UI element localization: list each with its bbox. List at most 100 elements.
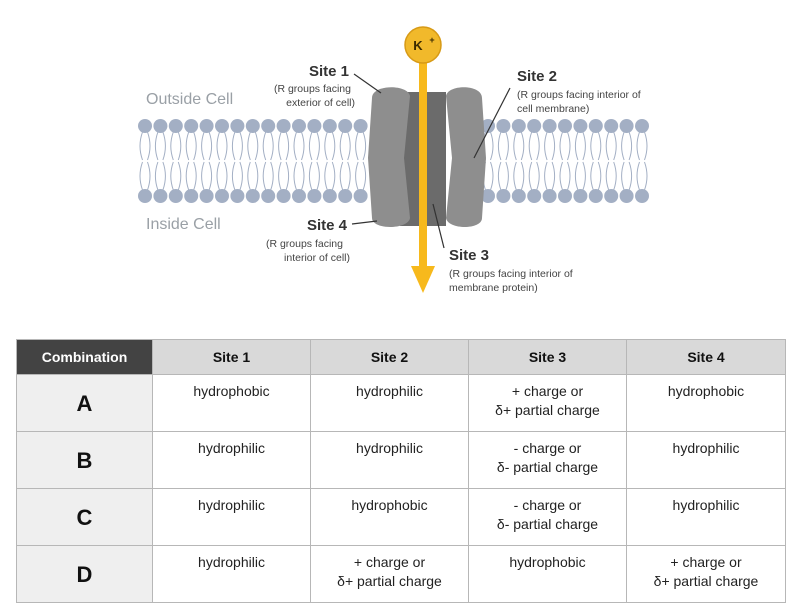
lipid-tail [170, 161, 174, 191]
lipid-tail [544, 161, 548, 191]
site1-title: Site 1 [309, 63, 349, 80]
combination-table: Combination Site 1 Site 2 Site 3 Site 4 … [16, 339, 786, 603]
lipid-tail [177, 161, 182, 191]
lipid-tail [239, 161, 243, 191]
lipid-tail [520, 131, 525, 161]
lipid-tail [185, 161, 190, 191]
ion-path-arrow-head [411, 266, 435, 293]
lipid-tail [621, 131, 625, 161]
lipid-tail [582, 131, 586, 161]
header-combination: Combination [16, 339, 153, 375]
lipid-head [588, 189, 603, 203]
lipid-tail [551, 131, 556, 161]
lipid-head [558, 119, 572, 133]
lipid-tail [231, 131, 236, 161]
lipid-head [542, 119, 557, 133]
site4-title: Site 4 [307, 217, 348, 234]
lipid-head [573, 119, 588, 133]
lipid-head [307, 189, 322, 203]
lipid-tail [154, 161, 159, 191]
cell-text: hydrophobic [667, 383, 745, 399]
lipid-head [153, 189, 168, 203]
cell-site-3: - charge or δ- partial charge [468, 431, 627, 489]
lipid-tail [162, 131, 166, 161]
lipid-head [573, 189, 588, 203]
lipid-tail [278, 161, 282, 191]
lipid-head [307, 119, 322, 133]
cell-text: δ- partial charge [496, 459, 599, 475]
cell-text: hydrophilic [198, 440, 265, 456]
lipid-tail [628, 131, 633, 161]
lipid-head [481, 119, 495, 133]
site3-leader [432, 203, 445, 249]
lipid-tail [216, 161, 220, 191]
lipid-head [138, 189, 152, 203]
lipid-head [527, 119, 542, 133]
lipid-tail [544, 131, 548, 161]
lipid-head [184, 119, 199, 133]
lipid-head [604, 189, 619, 203]
cell-site-2: hydrophobic [310, 488, 469, 546]
cell-text: δ- partial charge [496, 516, 599, 532]
site4-desc-line2: interior of cell) [284, 252, 350, 264]
protein-left-subunit [368, 87, 410, 227]
lipid-head [338, 189, 353, 203]
lipid-tail [147, 131, 151, 161]
lipid-tail [355, 161, 359, 191]
lipid-tail [567, 131, 571, 161]
site3-title: Site 3 [449, 247, 489, 264]
cell-site-1: hydrophilic [152, 545, 311, 603]
outside-cell-label: Outside Cell [146, 91, 233, 108]
lipid-head [542, 189, 557, 203]
cell-text: hydrophilic [672, 497, 740, 513]
lipid-tail [613, 161, 617, 191]
site3-desc-line1: (R groups facing interior of [449, 268, 573, 280]
lipid-tail [293, 161, 297, 191]
lipid-tail [536, 161, 540, 191]
lipid-head [604, 119, 619, 133]
lipid-head [511, 119, 526, 133]
site4-leader [351, 220, 378, 225]
lipid-tail [497, 161, 502, 191]
site4-desc-line1: (R groups facing [266, 238, 343, 250]
site1-desc-line1: (R groups facing [274, 83, 351, 95]
lipid-tail [528, 131, 533, 161]
lipid-tail [139, 131, 143, 161]
cell-text: + charge or [670, 554, 742, 570]
inside-cell-label: Inside Cell [146, 216, 221, 233]
cell-text: hydrophobic [351, 497, 428, 513]
lipid-tail [262, 161, 267, 191]
combination-label: B [16, 431, 153, 489]
lipid-tail [636, 131, 640, 161]
lipid-tail [559, 161, 563, 191]
lipid-tail [193, 131, 197, 161]
ion-label: K [413, 38, 423, 53]
cell-text: - charge or [513, 440, 582, 456]
lipid-tail [636, 161, 640, 191]
header-site-3: Site 3 [468, 339, 627, 375]
cell-text: - charge or [513, 497, 582, 513]
lipid-tail [201, 161, 205, 191]
lipid-tail [362, 161, 367, 191]
lipid-tail [551, 161, 556, 191]
lipid-tail [301, 131, 305, 161]
lipid-head [184, 189, 199, 203]
lipid-tail [590, 161, 594, 191]
cell-text: hydrophobic [193, 383, 270, 399]
lipid-tail [239, 131, 243, 161]
site1-desc-line2: exterior of cell) [286, 97, 355, 109]
cell-text: + charge or [353, 554, 426, 570]
cell-text: hydrophobic [509, 554, 586, 570]
lipid-head [338, 119, 353, 133]
lipid-tail [162, 161, 166, 191]
lipid-tail [513, 161, 517, 191]
lipid-head [215, 189, 229, 203]
lipid-tail [590, 131, 594, 161]
lipid-tail [316, 131, 320, 161]
lipid-tail [247, 161, 251, 191]
lipid-head [481, 189, 495, 203]
cell-text: + charge or [511, 383, 584, 399]
